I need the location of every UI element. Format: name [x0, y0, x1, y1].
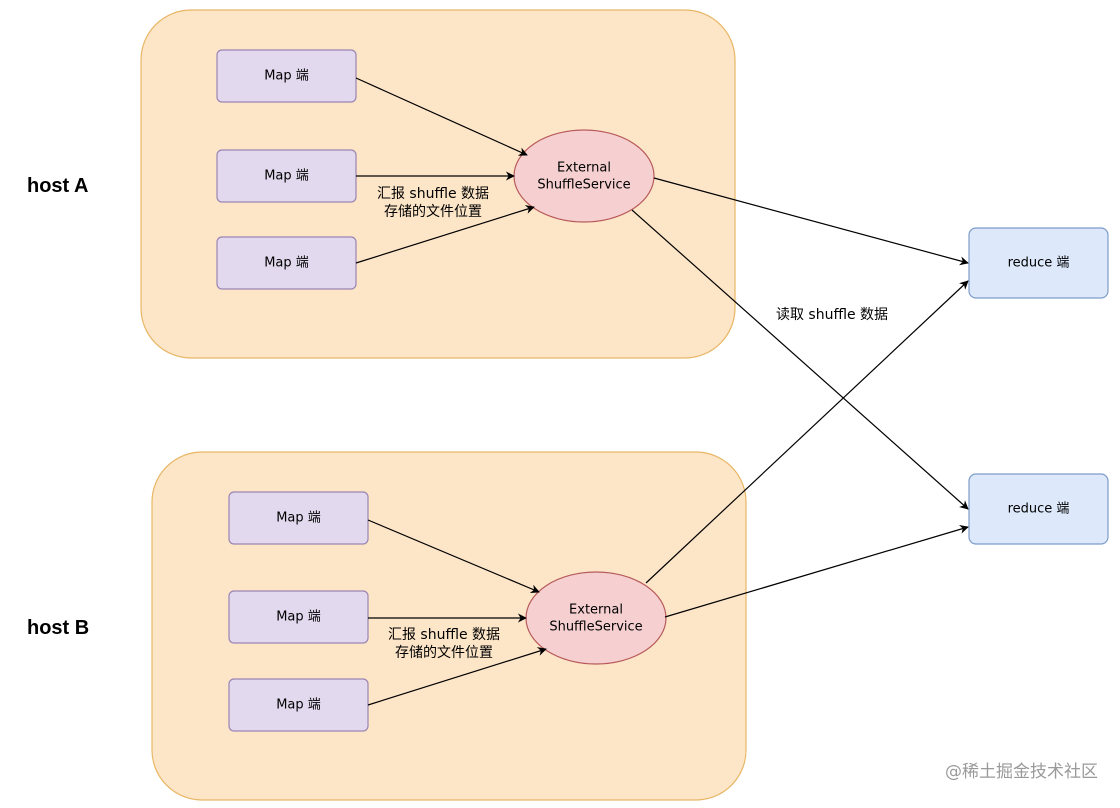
- edge-host-a-map-3-to-service: [355, 205, 535, 264]
- host-a-report-label-line1: 汇报 shuffle 数据: [377, 186, 489, 202]
- host-a-service-line1: External: [557, 161, 611, 176]
- host-a-report-label-line2: 存储的文件位置: [384, 204, 482, 220]
- edge-service-a-to-reducer-2: [631, 209, 969, 510]
- read-shuffle-label: 读取 shuffle 数据: [776, 306, 888, 323]
- host-b-service-line1: External: [569, 603, 623, 618]
- edges-group: 读取 shuffle 数据: [355, 77, 969, 706]
- host-a-label: host A: [27, 175, 88, 197]
- host-b-map-1[interactable]: [228, 491, 369, 545]
- reducers-group: reduce 端 reduce 端: [968, 227, 1109, 545]
- host-a-map-1-label: Map 端: [264, 69, 309, 84]
- edge-host-b-map-3-to-service: [367, 647, 547, 706]
- host-b-map-2-label: Map 端: [276, 610, 321, 625]
- reducer-1-label: reduce 端: [1008, 256, 1070, 271]
- edge-service-b-to-reducer-1: [645, 280, 969, 584]
- edge-host-a-map-1-to-service: [355, 77, 528, 156]
- host-b-map-3-label: Map 端: [276, 698, 321, 713]
- host-b-label: host B: [27, 617, 89, 639]
- host-a-shuffle-service[interactable]: [513, 129, 655, 223]
- host-b-report-label-line1: 汇报 shuffle 数据: [388, 627, 500, 643]
- host-b-shuffle-service[interactable]: [525, 571, 667, 665]
- host-a-map-1[interactable]: [216, 49, 357, 103]
- host-a-map-3-label: Map 端: [264, 256, 309, 271]
- edge-host-b-map-1-to-service: [367, 519, 540, 594]
- reducer-2[interactable]: [968, 473, 1109, 545]
- edge-service-a-to-reducer-1: [653, 177, 969, 266]
- host-a-group: host A Map 端 Map 端 Map 端 External Shuffl…: [27, 9, 736, 359]
- edge-service-b-to-reducer-2: [664, 524, 969, 618]
- reducer-1[interactable]: [968, 227, 1109, 299]
- host-b-group: host B Map 端 Map 端 Map 端 External Shuffl…: [27, 451, 747, 801]
- host-b-map-1-label: Map 端: [276, 511, 321, 526]
- host-a-service-line2: ShuffleService: [537, 178, 630, 193]
- host-b-report-label-line2: 存储的文件位置: [395, 645, 493, 661]
- watermark: @稀土掘金技术社区: [945, 762, 1098, 782]
- reducer-2-label: reduce 端: [1008, 502, 1070, 517]
- host-b-map-2[interactable]: [228, 590, 369, 644]
- host-a-map-2-label: Map 端: [264, 169, 309, 184]
- host-b-service-line2: ShuffleService: [549, 620, 642, 635]
